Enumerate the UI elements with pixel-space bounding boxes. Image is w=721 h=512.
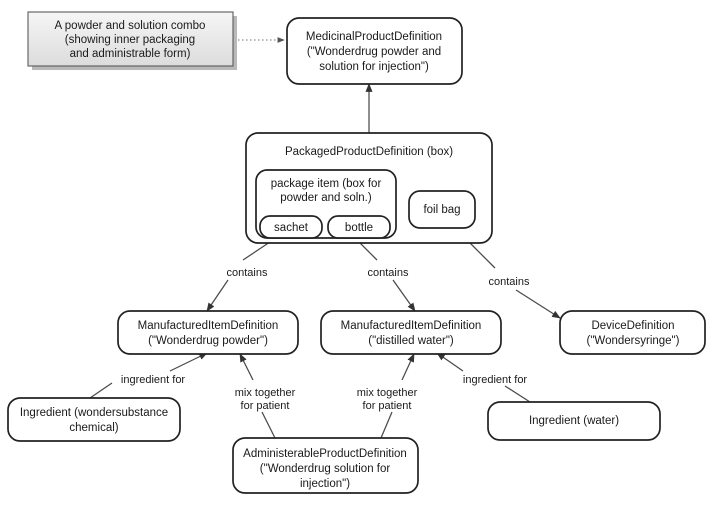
note-line-2: (showing inner packaging: [65, 34, 195, 46]
administerable-line-1: AdministerableProductDefinition: [243, 448, 407, 460]
edge-label-mix-right-line1: mix together: [357, 387, 418, 399]
package-item-line-2: powder and soln.): [280, 192, 372, 204]
ingredient-chemical-line-2: chemical): [69, 422, 118, 434]
edge-mix-right: [380, 353, 415, 439]
node-ingredient-water[interactable]: Ingredient (water): [487, 401, 661, 441]
node-sachet[interactable]: sachet: [259, 215, 323, 239]
administerable-line-3: injection"): [300, 478, 350, 490]
medicinal-product-line-3: solution for injection"): [319, 61, 429, 73]
edge-label-contains-sachet: contains: [227, 267, 268, 279]
node-administerable-product-definition[interactable]: AdministerableProductDefinition ("Wonder…: [232, 437, 419, 494]
edge-label-ingredient-for-left: ingredient for: [121, 374, 186, 386]
manufactured-powder-line-1: ManufacturedItemDefinition: [138, 320, 279, 332]
edge-mix-left: [239, 353, 276, 439]
package-item-line-1: package item (box for: [271, 178, 382, 190]
edge-label-mix-left-line1: mix together: [235, 387, 296, 399]
note-powder-solution-combo: A powder and solution combo (showing inn…: [27, 11, 237, 70]
edge-label-contains-foilbag: contains: [489, 276, 530, 288]
bottle-label: bottle: [345, 222, 373, 234]
edge-label-contains-bottle: contains: [368, 267, 409, 279]
note-line-1: A powder and solution combo: [55, 20, 206, 32]
edge-label-mix-right-line2: for patient: [363, 400, 412, 412]
node-manufactured-item-water[interactable]: ManufacturedItemDefinition ("distilled w…: [320, 310, 502, 355]
edge-label-ingredient-for-right: ingredient for: [463, 374, 528, 386]
device-line-2: ("Wondersyringe"): [587, 335, 680, 347]
node-medicinal-product-definition[interactable]: MedicinalProductDefinition ("Wonderdrug …: [286, 17, 463, 85]
note-line-3: and administrable form): [70, 48, 191, 60]
manufactured-powder-line-2: ("Wonderdrug powder"): [148, 335, 268, 347]
medicinal-product-line-2: ("Wonderdrug powder and: [307, 46, 441, 58]
node-bottle[interactable]: bottle: [327, 215, 391, 239]
node-ingredient-chemical[interactable]: Ingredient (wondersubstance chemical): [7, 397, 181, 442]
sachet-label: sachet: [274, 222, 309, 234]
edge-ingredient-for-right: [436, 352, 531, 403]
manufactured-water-line-2: ("distilled water"): [368, 335, 454, 347]
packaged-product-line-1: PackagedProductDefinition (box): [285, 146, 453, 158]
manufactured-water-line-1: ManufacturedItemDefinition: [341, 320, 482, 332]
medicinal-product-line-1: MedicinalProductDefinition: [306, 31, 442, 43]
device-line-1: DeviceDefinition: [591, 320, 674, 332]
node-manufactured-item-powder[interactable]: ManufacturedItemDefinition ("Wonderdrug …: [117, 310, 299, 355]
node-foil-bag[interactable]: foil bag: [408, 190, 476, 229]
edge-ingredient-for-left: [89, 352, 208, 399]
administerable-line-2: ("Wonderdrug solution for: [260, 463, 391, 475]
foil-bag-label: foil bag: [423, 204, 460, 216]
ingredient-chemical-line-1: Ingredient (wondersubstance: [20, 407, 168, 419]
edge-label-mix-left-line2: for patient: [241, 400, 290, 412]
node-device-definition[interactable]: DeviceDefinition ("Wondersyringe"): [559, 310, 706, 355]
ingredient-water-label: Ingredient (water): [529, 415, 619, 427]
